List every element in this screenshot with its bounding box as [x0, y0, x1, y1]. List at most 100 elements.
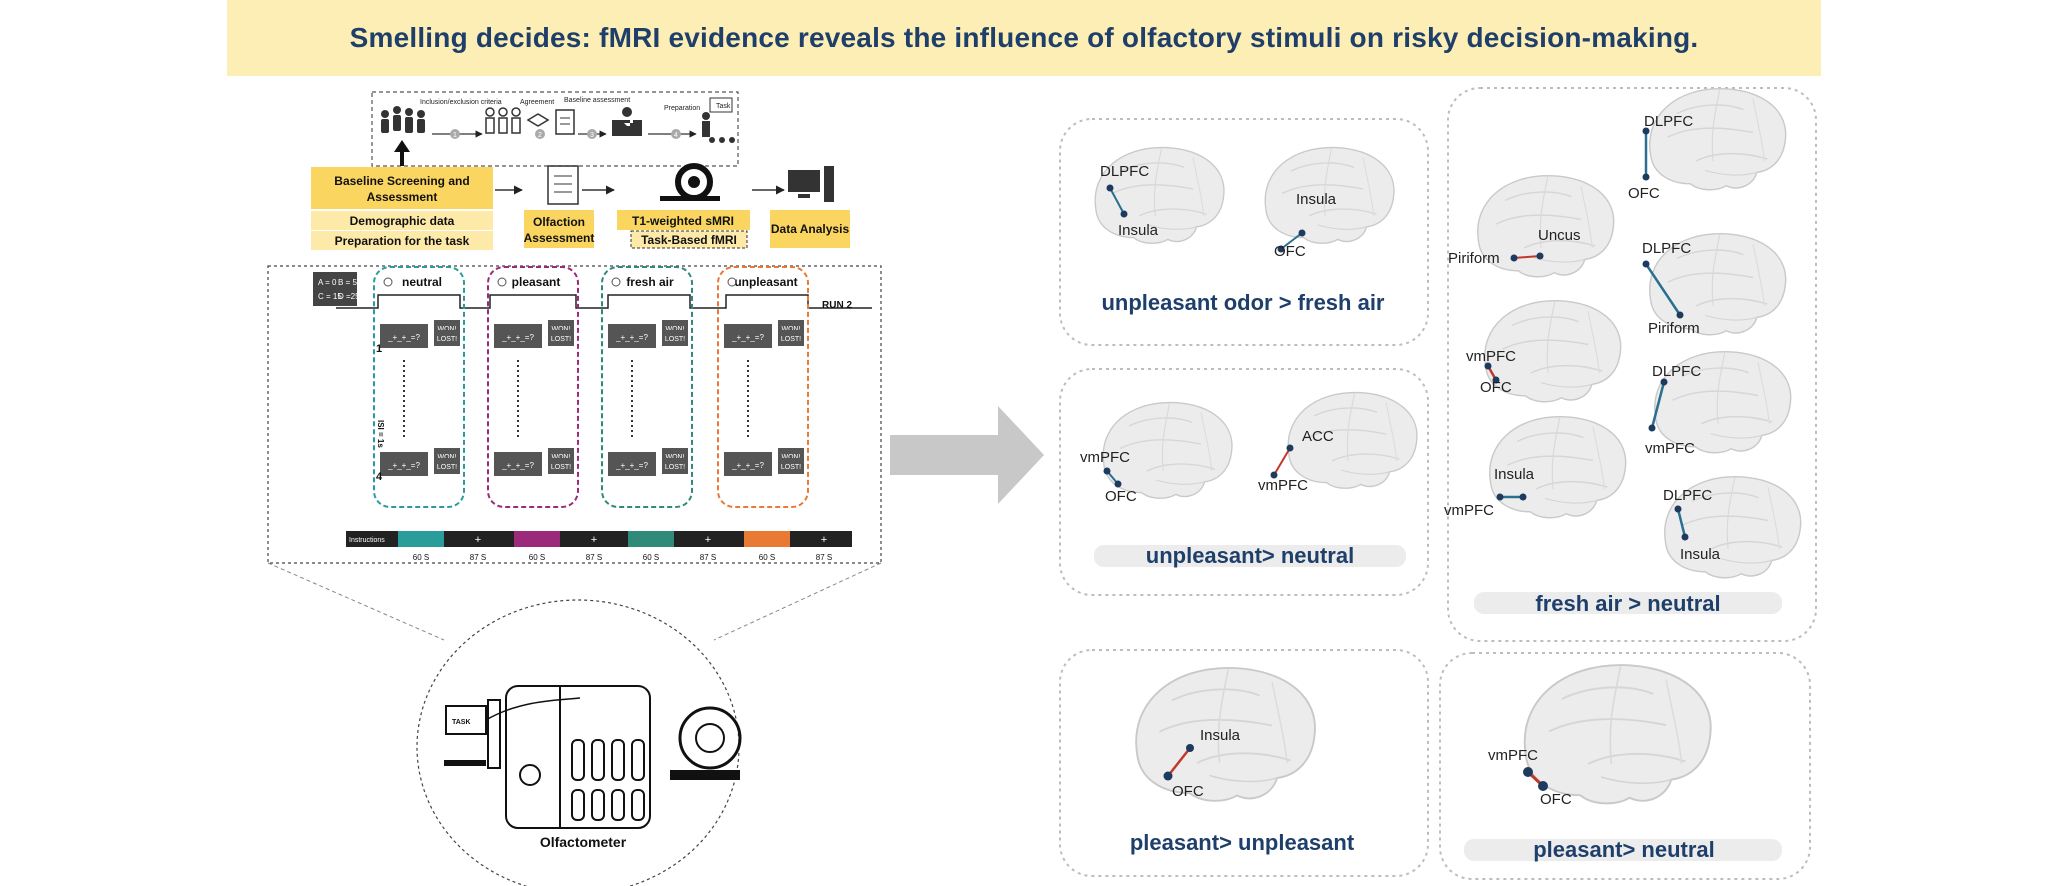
trial-expression: _+_+_=?: [615, 461, 648, 470]
lost-box: [548, 458, 574, 474]
demographic-box: Demographic data: [350, 214, 455, 228]
task-screen-label: TASK: [452, 719, 471, 726]
timeline-rest-duration: 87 S: [700, 553, 716, 562]
lost-box: [548, 330, 574, 346]
panel-pleasant-unpleasant: [1059, 649, 1429, 877]
timeline-instructions: Instructions: [349, 537, 385, 544]
lost-label: LOST!: [781, 464, 801, 471]
odor-icon: [727, 277, 737, 287]
condition-column: [601, 266, 693, 508]
step-label-agreement: Agreement: [520, 99, 554, 106]
scanner-icon: [660, 163, 720, 201]
region-label: OFC: [1105, 488, 1137, 505]
title-banner: Smelling decides: fMRI evidence reveals …: [227, 0, 1821, 76]
step-number-3: 3: [590, 132, 594, 139]
timeline-rest-duration: 87 S: [470, 553, 486, 562]
region-label: OFC: [1540, 791, 1572, 808]
lost-box: [662, 458, 688, 474]
region-label: Uncus: [1538, 227, 1581, 244]
region-label: vmPFC: [1488, 747, 1538, 764]
handshake-icon: [526, 113, 550, 127]
caption-backdrop: [1094, 545, 1406, 567]
isi-label: ISI = 1s: [376, 420, 385, 448]
timeline-block: [398, 531, 444, 547]
left-panel: Inclusion/exclusion criteria Agreement B…: [267, 91, 882, 886]
timeline-block-duration: 60 S: [529, 553, 545, 562]
lost-box: [434, 458, 460, 474]
timeline-plus: +: [821, 534, 827, 546]
region-label: vmPFC: [1466, 348, 1516, 365]
step-number-4: 4: [674, 132, 678, 139]
lost-label: LOST!: [781, 336, 801, 343]
lost-label: LOST!: [437, 336, 457, 343]
zoom-line-right: [713, 562, 882, 641]
region-label: DLPFC: [1642, 240, 1691, 257]
caption-fresh-neutral: fresh air > neutral: [1535, 591, 1720, 616]
trial-last-number: 4: [376, 471, 383, 483]
step-number-1: 1: [453, 132, 457, 139]
timeline-block: [744, 531, 790, 547]
timeline-block-duration: 60 S: [643, 553, 659, 562]
trial-expression: _+_+_=?: [501, 333, 534, 342]
brain-p3a: [1649, 87, 1787, 191]
won-label: WON!: [781, 454, 800, 461]
olfaction-box-line1: Olfaction: [533, 215, 585, 229]
trial-screen: [380, 324, 428, 348]
connections: [1103, 127, 1689, 791]
legend-c: C = 15: [318, 292, 342, 301]
odor-icon: [611, 277, 621, 287]
region-label: Insula: [1494, 466, 1535, 483]
trial-expression: _+_+_=?: [731, 461, 764, 470]
region-label: DLPFC: [1644, 113, 1693, 130]
computer-icon: [788, 166, 834, 202]
olfaction-box-line2: Assessment: [524, 231, 595, 245]
step-numbers: 1 2 3 4: [450, 129, 681, 139]
condition-label: pleasant: [512, 275, 561, 289]
panel-unpleasant-fresh: [1059, 118, 1429, 346]
lost-box: [778, 330, 804, 346]
trial-screen: [494, 452, 542, 476]
caption-pleasant-neutral: pleasant> neutral: [1533, 837, 1715, 862]
legend-a: A = 0: [318, 278, 337, 287]
lost-label: LOST!: [665, 336, 685, 343]
trial-expression: _+_+_=?: [387, 461, 420, 470]
won-label: WON!: [551, 454, 570, 461]
condition-column: [717, 266, 809, 508]
step-label-criteria: Inclusion/exclusion criteria: [420, 99, 502, 106]
region-label: DLPFC: [1100, 163, 1149, 180]
region-label: Insula: [1200, 727, 1241, 744]
clipboard-icon: [555, 109, 575, 135]
trial-expression: _+_+_=?: [615, 333, 648, 342]
region-label: OFC: [1628, 185, 1660, 202]
caption-pleasant-unpleasant: pleasant> unpleasant: [1130, 830, 1355, 855]
lost-label: LOST!: [551, 336, 571, 343]
panel-fresh-neutral: [1447, 87, 1817, 642]
run-label: RUN 2: [822, 300, 852, 311]
region-label: Insula: [1118, 222, 1159, 239]
region-label: ACC: [1302, 428, 1334, 445]
workflow: Baseline Screening and Assessment Demogr…: [311, 163, 850, 250]
lost-box: [778, 458, 804, 474]
olfactometer-illustration: TASK: [444, 685, 742, 829]
timeline-plus: +: [475, 534, 481, 546]
lost-label: LOST!: [665, 464, 685, 471]
trial-screen: [608, 452, 656, 476]
caption-unpleasant-neutral: unpleasant> neutral: [1146, 543, 1354, 568]
up-arrowhead: [394, 140, 410, 152]
transition-arrow: [890, 406, 1044, 504]
condition-label: fresh air: [626, 275, 674, 289]
region-label: OFC: [1274, 243, 1306, 260]
region-label: DLPFC: [1652, 363, 1701, 380]
condition-column: [373, 266, 465, 508]
trial-screen: [608, 324, 656, 348]
lost-box: [434, 330, 460, 346]
panel-pleasant-neutral: [1439, 652, 1811, 880]
trial-expression: _+_+_=?: [501, 461, 534, 470]
step-number-2: 2: [538, 132, 542, 139]
baseline-box-line1: Baseline Screening and: [334, 174, 469, 188]
region-label: DLPFC: [1663, 487, 1712, 504]
legend-b: B = 5: [338, 278, 357, 287]
won-label: WON!: [781, 326, 800, 333]
trial-expression: _+_+_=?: [387, 333, 420, 342]
recruitment-flow: Inclusion/exclusion criteria Agreement B…: [371, 91, 739, 167]
